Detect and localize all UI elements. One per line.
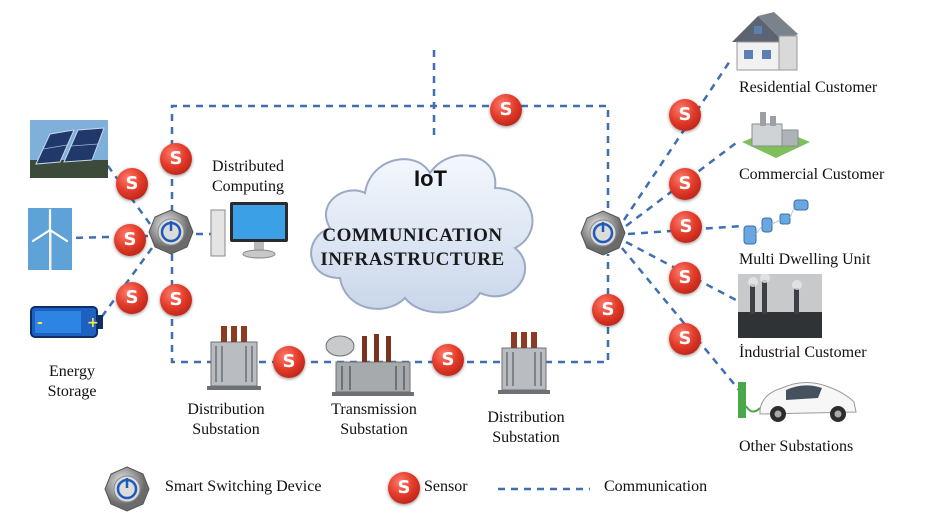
commercial-building-icon — [742, 112, 810, 158]
sensor-icon: S — [490, 94, 522, 126]
industrial-customer-label: İndustrial Customer — [739, 344, 867, 361]
distribution-transformer-icon — [207, 326, 261, 390]
sensor-icon: S — [669, 323, 701, 355]
cloud-label: COMMUNICATION INFRASTRUCTURE — [315, 224, 510, 272]
distribution-transformer-icon — [498, 332, 550, 394]
solar-panel-icon — [30, 120, 108, 178]
sensor-icon: S — [114, 224, 146, 256]
distributed-computing-label-line1: Distributed — [212, 158, 284, 175]
smart-switch-icon — [580, 210, 626, 256]
cloud-title: IoT — [414, 166, 447, 191]
transmission-substation-label-line1: Transmission — [331, 401, 417, 418]
transmission-substation-label: Transmission Substation — [318, 400, 430, 440]
distributed-computing-label-line2: Computing — [211, 178, 284, 195]
commercial-customer-label: Commercial Customer — [739, 166, 885, 183]
energy-storage-label-line2: Storage — [47, 383, 97, 400]
sensor-icon: S — [160, 284, 192, 316]
sensor-icon: S — [669, 99, 701, 131]
legend-communication-label: Communication — [604, 478, 708, 495]
electric-car-icon — [738, 382, 857, 422]
multi-dwelling-unit-label: Multi Dwelling Unit — [739, 251, 871, 268]
sensor-icon: S — [116, 168, 148, 200]
transmission-transformer-icon — [325, 334, 414, 396]
sensor-icon: S — [669, 262, 701, 294]
wind-turbine-icon — [28, 208, 72, 270]
distribution-substation-left-label: Distribution Substation — [172, 400, 280, 440]
distribution-substation-right-label: Distribution Substation — [470, 408, 582, 448]
sensor-icon: S — [670, 211, 702, 243]
svg-text:-: - — [37, 315, 43, 331]
energy-storage-label: Energy Storage — [32, 362, 112, 402]
smart-switch-icon — [148, 209, 194, 255]
sensor-icon: S — [273, 346, 305, 378]
legend-switch-icon — [104, 466, 150, 512]
sensor-icon: S — [160, 143, 192, 175]
factory-icon — [738, 274, 822, 338]
residential-customer-label: Residential Customer — [739, 79, 878, 96]
battery-icon: + - — [30, 306, 103, 338]
distribution-substation-right-label-line1: Distribution — [487, 409, 565, 426]
cloud-icon — [310, 154, 534, 314]
distribution-substation-left-label-line2: Substation — [192, 421, 260, 438]
legend-sensor-icon: S — [388, 472, 420, 504]
legend-switch-label: Smart Switching Device — [165, 478, 322, 495]
distribution-substation-right-label-line2: Substation — [492, 429, 560, 446]
sensor-icon: S — [592, 294, 624, 326]
cloud-label-line1: COMMUNICATION — [322, 225, 503, 246]
cloud-label-line2: INFRASTRUCTURE — [320, 249, 505, 270]
other-substations-label: Other Substations — [739, 438, 854, 455]
distribution-substation-left-label-line1: Distribution — [187, 401, 265, 418]
computer-icon — [210, 202, 288, 259]
sensor-icon: S — [432, 344, 464, 376]
multi-dwelling-icon — [743, 199, 809, 245]
sensor-icon: S — [116, 282, 148, 314]
transmission-substation-label-line2: Substation — [340, 421, 408, 438]
house-icon — [732, 12, 798, 71]
distributed-computing-label: Distributed Computing — [200, 157, 296, 197]
energy-storage-label-line1: Energy — [49, 363, 95, 380]
legend-sensor-label: Sensor — [424, 478, 468, 495]
sensor-icon: S — [669, 168, 701, 200]
svg-text:+: + — [87, 315, 99, 331]
